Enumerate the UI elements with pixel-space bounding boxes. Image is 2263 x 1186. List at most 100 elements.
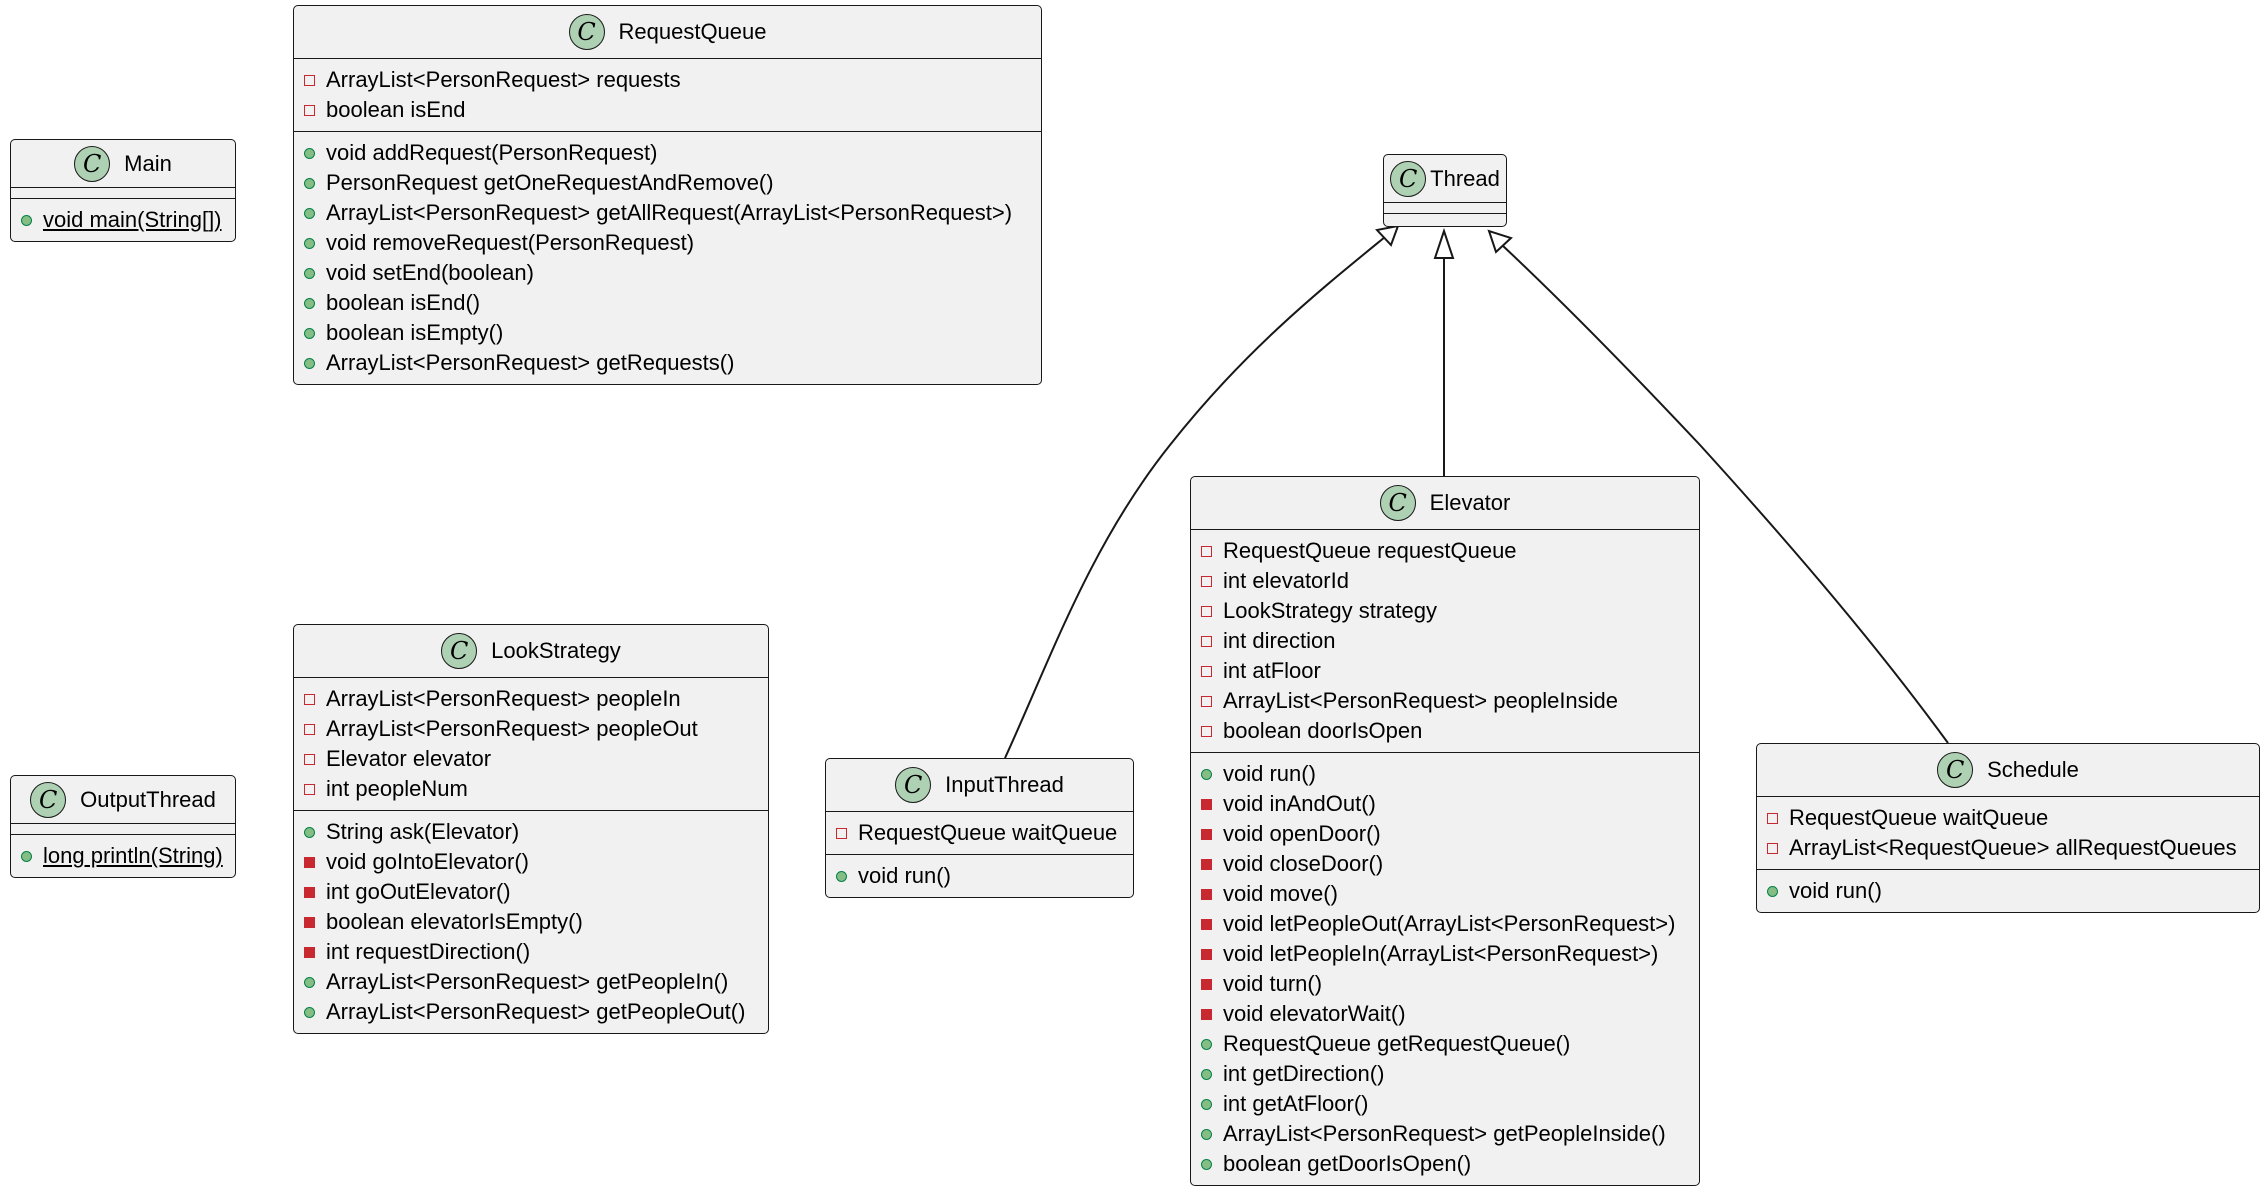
class-thread: C Thread	[1383, 154, 1507, 227]
method-row: void elevatorWait()	[1191, 999, 1699, 1029]
class-header: C Thread	[1384, 155, 1506, 203]
field-text: RequestQueue requestQueue	[1223, 538, 1517, 563]
inherit-arrow-elevator	[1433, 227, 1455, 259]
private-method-icon	[1201, 1008, 1212, 1020]
private-field-icon	[1201, 575, 1212, 587]
public-method-icon	[836, 870, 847, 882]
class-header: C LookStrategy	[294, 625, 768, 678]
field-row: int elevatorId	[1191, 566, 1699, 596]
field-text: boolean doorIsOpen	[1223, 718, 1423, 743]
method-row: ArrayList<PersonRequest> getPeopleOut()	[294, 997, 768, 1027]
private-field-icon	[1201, 695, 1212, 707]
inherit-arrow-inputthread	[1375, 224, 1400, 247]
method-text: ArrayList<PersonRequest> getRequests()	[326, 350, 735, 375]
method-row: void turn()	[1191, 969, 1699, 999]
public-method-icon	[304, 357, 315, 369]
methods-section: void run() void inAndOut() void openDoor…	[1191, 752, 1699, 1185]
method-row: void run()	[1757, 876, 2259, 906]
private-field-icon	[1201, 605, 1212, 617]
field-row: int peopleNum	[294, 774, 768, 804]
method-text: void run()	[1789, 878, 1882, 903]
class-icon: C	[895, 767, 932, 803]
class-name: InputThread	[945, 772, 1064, 797]
method-text: PersonRequest getOneRequestAndRemove()	[326, 170, 774, 195]
field-row: RequestQueue waitQueue	[826, 818, 1133, 848]
class-name: Thread	[1430, 165, 1500, 191]
public-method-icon	[304, 297, 315, 309]
class-name: OutputThread	[80, 786, 216, 812]
field-row: boolean doorIsOpen	[1191, 716, 1699, 746]
edge-inputthread-thread	[1004, 236, 1386, 759]
field-text: RequestQueue waitQueue	[1789, 805, 2049, 830]
fields-section	[11, 188, 235, 198]
class-icon: C	[568, 14, 605, 50]
field-text: ArrayList<PersonRequest> peopleOut	[326, 716, 698, 741]
class-icon: C	[441, 633, 478, 669]
field-text: ArrayList<PersonRequest> peopleInside	[1223, 688, 1619, 713]
class-icon: C	[74, 145, 111, 182]
method-text: void turn()	[1223, 971, 1323, 996]
method-row: int goOutElevator()	[294, 877, 768, 907]
method-row: PersonRequest getOneRequestAndRemove()	[294, 168, 1041, 198]
public-method-icon	[21, 214, 32, 226]
method-row: void removeRequest(PersonRequest)	[294, 228, 1041, 258]
method-row: boolean elevatorIsEmpty()	[294, 907, 768, 937]
method-text: ArrayList<PersonRequest> getPeopleIn()	[326, 969, 729, 994]
private-field-icon	[304, 74, 315, 86]
class-name: Elevator	[1429, 490, 1511, 515]
field-text: ArrayList<PersonRequest> requests	[326, 67, 681, 92]
field-row: ArrayList<PersonRequest> requests	[294, 65, 1041, 95]
method-row: int getAtFloor()	[1191, 1089, 1699, 1119]
public-method-icon	[304, 1006, 315, 1018]
method-text: void addRequest(PersonRequest)	[326, 140, 658, 165]
method-text: int requestDirection()	[326, 939, 531, 964]
private-method-icon	[304, 916, 315, 928]
public-method-icon	[1201, 1068, 1212, 1080]
field-row: ArrayList<PersonRequest> peopleIn	[294, 684, 768, 714]
fields-section: ArrayList<PersonRequest> requests boolea…	[294, 59, 1041, 131]
class-inputthread: C InputThread RequestQueue waitQueue voi…	[825, 758, 1134, 898]
public-method-icon	[304, 177, 315, 189]
edge-schedule-thread	[1501, 244, 1949, 744]
method-row: void main(String[])	[11, 205, 235, 235]
method-row: long println(String)	[11, 841, 235, 871]
field-row: RequestQueue requestQueue	[1191, 536, 1699, 566]
field-text: int elevatorId	[1223, 568, 1349, 593]
field-text: int direction	[1223, 628, 1336, 653]
private-field-icon	[1201, 725, 1212, 737]
method-row: boolean isEnd()	[294, 288, 1041, 318]
private-field-icon	[1201, 635, 1212, 647]
method-text: void openDoor()	[1223, 821, 1381, 846]
method-row: int requestDirection()	[294, 937, 768, 967]
methods-section	[1384, 213, 1506, 226]
field-text: boolean isEnd	[326, 97, 466, 122]
private-field-icon	[304, 783, 315, 795]
field-text: RequestQueue waitQueue	[858, 820, 1118, 845]
public-method-icon	[304, 207, 315, 219]
private-method-icon	[304, 886, 315, 898]
method-text: boolean elevatorIsEmpty()	[326, 909, 583, 934]
method-text: int getDirection()	[1223, 1061, 1385, 1086]
method-row: void setEnd(boolean)	[294, 258, 1041, 288]
method-row: void goIntoElevator()	[294, 847, 768, 877]
method-text: int getAtFloor()	[1223, 1091, 1369, 1116]
method-row: void move()	[1191, 879, 1699, 909]
public-method-icon	[1201, 1038, 1212, 1050]
field-text: int peopleNum	[326, 776, 468, 801]
inherit-arrow-schedule	[1487, 229, 1513, 254]
method-row: RequestQueue getRequestQueue()	[1191, 1029, 1699, 1059]
method-text: long println(String)	[43, 843, 223, 868]
private-field-icon	[304, 753, 315, 765]
method-row: ArrayList<PersonRequest> getPeopleInside…	[1191, 1119, 1699, 1149]
class-lookstrategy: C LookStrategy ArrayList<PersonRequest> …	[293, 624, 769, 1034]
public-method-icon	[1201, 1098, 1212, 1110]
private-field-icon	[304, 723, 315, 735]
method-text: void run()	[858, 863, 951, 888]
method-row: void letPeopleOut(ArrayList<PersonReques…	[1191, 909, 1699, 939]
method-text: ArrayList<PersonRequest> getPeopleOut()	[326, 999, 746, 1024]
field-row: Elevator elevator	[294, 744, 768, 774]
method-text: void letPeopleOut(ArrayList<PersonReques…	[1223, 911, 1676, 936]
method-text: String ask(Elevator)	[326, 819, 520, 844]
private-field-icon	[304, 104, 315, 116]
